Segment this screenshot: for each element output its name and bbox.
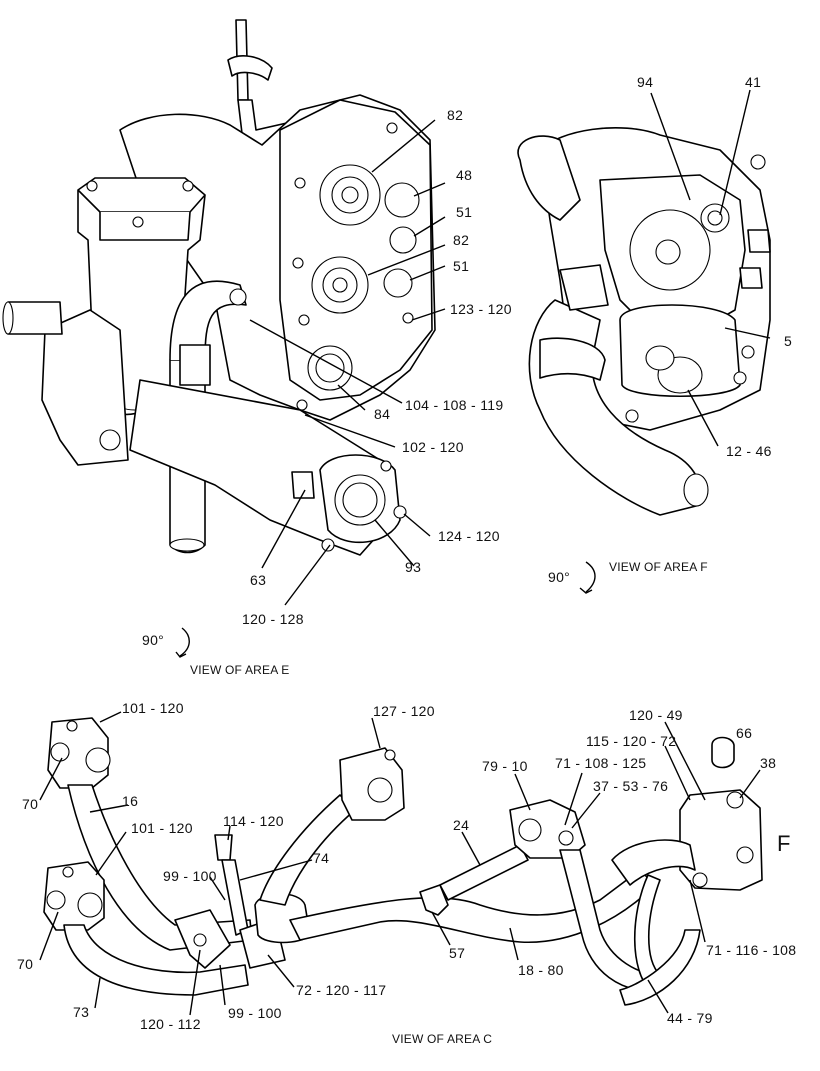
callout-18-80: 18 - 80 <box>518 962 564 978</box>
callout-99-100-top: 99 - 100 <box>163 868 217 884</box>
view-e-caption: VIEW OF AREA E <box>190 663 290 677</box>
view-e-rotation: 90° <box>142 627 190 658</box>
callout-16: 16 <box>122 793 138 809</box>
callout-93: 93 <box>405 559 421 575</box>
view-c-drawing <box>43 717 763 1006</box>
callout-57: 57 <box>449 945 465 961</box>
view-e-leaders <box>249 119 446 606</box>
callout-94: 94 <box>637 74 653 90</box>
callout-63: 63 <box>250 572 266 588</box>
callout-71-116-108: 71 - 116 - 108 <box>706 942 796 958</box>
callout-74: 74 <box>313 850 329 866</box>
view-e-callouts: 82 48 51 82 51 123 - 120 104 - 108 - 119… <box>242 107 512 627</box>
rotation-90-e: 90° <box>142 632 164 648</box>
rotation-arrow-icon <box>585 561 596 593</box>
view-f-drawing <box>517 126 771 516</box>
callout-120-112: 120 - 112 <box>140 1016 201 1032</box>
rotation-90-f: 90° <box>548 569 570 585</box>
callout-70-top: 70 <box>22 796 38 812</box>
callout-38: 38 <box>760 755 776 771</box>
callout-114-120: 114 - 120 <box>223 813 284 829</box>
callout-72-120-117: 72 - 120 - 117 <box>296 982 386 998</box>
view-c-caption: VIEW OF AREA C <box>392 1032 492 1046</box>
callout-84: 84 <box>374 406 390 422</box>
callout-99-100-bottom: 99 - 100 <box>228 1005 282 1021</box>
callout-66: 66 <box>736 725 752 741</box>
callout-102-120: 102 - 120 <box>402 439 464 455</box>
callout-124-120: 124 - 120 <box>438 528 500 544</box>
view-e-drawing <box>2 19 436 556</box>
callout-24: 24 <box>453 817 469 833</box>
rotation-arrow-icon <box>179 627 190 657</box>
callout-104-108-119: 104 - 108 - 119 <box>405 397 503 413</box>
view-f-leaders <box>650 89 771 447</box>
callout-73: 73 <box>73 1004 89 1020</box>
callout-115-120-72: 115 - 120 - 72 <box>586 733 676 749</box>
callout-12-46: 12 - 46 <box>726 443 772 459</box>
callout-82-bottom: 82 <box>453 232 469 248</box>
view-c-leaders <box>39 711 761 1016</box>
callout-71-108-125: 71 - 108 - 125 <box>555 755 646 771</box>
callout-41: 41 <box>745 74 761 90</box>
callout-120-128: 120 - 128 <box>242 611 304 627</box>
callout-37-53-76: 37 - 53 - 76 <box>593 778 668 794</box>
callout-5: 5 <box>784 333 792 349</box>
callout-48: 48 <box>456 167 472 183</box>
view-f-rotation: 90° <box>548 561 596 594</box>
view-f-caption: VIEW OF AREA F <box>609 560 708 574</box>
view-f-callouts: 94 41 5 12 - 46 <box>637 74 792 459</box>
callout-82-top: 82 <box>447 107 463 123</box>
section-letter-f: F <box>777 831 790 856</box>
callout-44-79: 44 - 79 <box>667 1010 713 1026</box>
callout-79-10: 79 - 10 <box>482 758 528 774</box>
view-c-callouts: 101 - 120 70 16 101 - 120 70 73 114 - 12… <box>17 700 796 1032</box>
callout-120-49: 120 - 49 <box>629 707 683 723</box>
callout-51-top: 51 <box>456 204 472 220</box>
callout-123-120: 123 - 120 <box>450 301 512 317</box>
callout-101-120-bottom: 101 - 120 <box>131 820 193 836</box>
callout-127-120: 127 - 120 <box>373 703 435 719</box>
callout-51-bottom: 51 <box>453 258 469 274</box>
callout-101-120-top: 101 - 120 <box>122 700 184 716</box>
callout-70-bottom: 70 <box>17 956 33 972</box>
